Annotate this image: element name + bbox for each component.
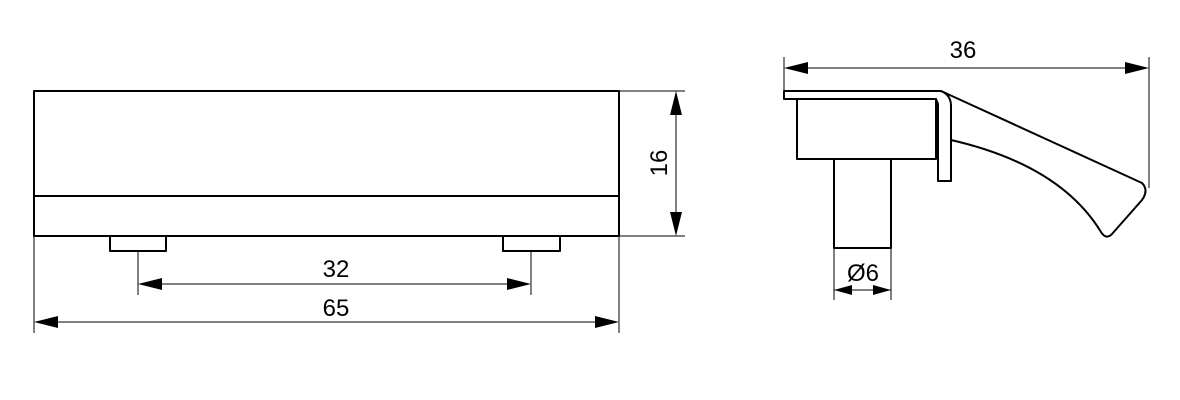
arrowhead-32-left xyxy=(138,278,162,290)
mounting-post-right xyxy=(502,235,561,252)
arrowhead-16-bottom xyxy=(670,212,682,236)
dimension-label-d6: Ø6 xyxy=(847,260,879,287)
arrowhead-16-top xyxy=(670,91,682,115)
dimension-label-16: 16 xyxy=(646,150,673,177)
front-view: 32 65 16 xyxy=(33,90,685,333)
arrowhead-36-right xyxy=(1125,62,1149,74)
dimension-diameter: Ø6 xyxy=(834,260,891,295)
mounting-post-left xyxy=(109,235,167,252)
handle-base-block xyxy=(796,98,937,160)
side-view: 36 Ø6 xyxy=(783,37,1150,300)
dimension-label-32: 32 xyxy=(323,256,350,283)
arrowhead-d6-right xyxy=(873,285,891,295)
dimension-height: 16 xyxy=(646,91,682,236)
handle-top-flange xyxy=(783,90,952,182)
arrowhead-65-right xyxy=(595,316,619,328)
arrowhead-32-right xyxy=(507,278,531,290)
dimension-label-36: 36 xyxy=(950,37,977,64)
handle-body-front xyxy=(33,90,620,237)
mounting-stem xyxy=(833,158,892,249)
dimension-hole-spacing: 32 xyxy=(138,256,531,290)
arrowhead-65-left xyxy=(34,316,58,328)
arrowhead-d6-left xyxy=(834,285,852,295)
arrowhead-36-left xyxy=(784,62,808,74)
dimension-depth: 36 xyxy=(784,37,1149,74)
dimension-overall-length: 65 xyxy=(34,295,619,328)
handle-grip-profile xyxy=(940,90,1147,238)
dimension-label-65: 65 xyxy=(323,295,350,322)
